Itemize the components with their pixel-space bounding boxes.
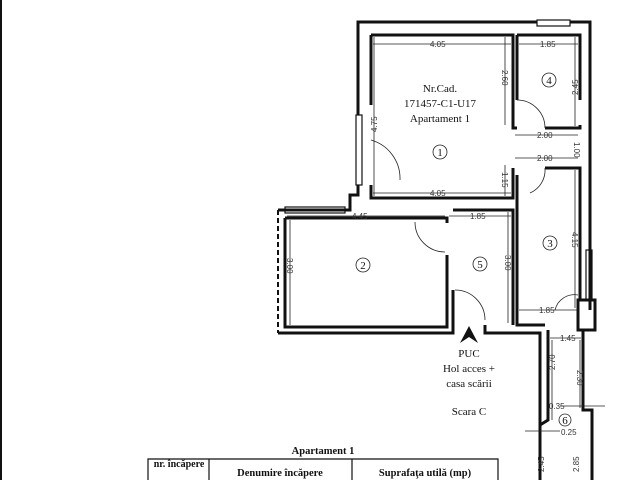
dim-r1-left: 4.75 bbox=[370, 116, 379, 132]
dim-r6-lower-right: 2.85 bbox=[572, 456, 581, 472]
door-swings bbox=[370, 99, 579, 321]
room-number-2: 2 bbox=[360, 260, 366, 272]
table-header-area: Suprafaţa utilă (mp) bbox=[379, 468, 472, 479]
common-area-code: PUC bbox=[458, 348, 479, 360]
dim-r1-bottom: 4.05 bbox=[430, 189, 446, 198]
windows bbox=[284, 19, 593, 301]
table-header-name: Denumire încăpere bbox=[237, 468, 323, 479]
dimension-lines bbox=[287, 37, 605, 432]
dim-r4-right: 2.45 bbox=[571, 79, 580, 95]
dim-r1-top: 4.05 bbox=[430, 40, 446, 49]
dim-r6-left: 2.70 bbox=[548, 354, 557, 370]
dim-corridor-height: 1.00 bbox=[572, 142, 581, 158]
common-area-line1: Hol acces + bbox=[443, 363, 495, 375]
entrance-arrow-icon bbox=[460, 326, 478, 343]
dim-r5-right: 3.00 bbox=[503, 255, 512, 271]
staircase-label: Scara C bbox=[452, 406, 487, 418]
dimension-labels: 4.05 4.05 4.75 2.60 1.15 1.85 2.45 2.00 … bbox=[285, 40, 584, 472]
room-numbers: 1 2 3 4 5 6 bbox=[355, 72, 572, 427]
dim-r2-left: 3.00 bbox=[285, 258, 294, 274]
room-number-6: 6 bbox=[562, 415, 568, 427]
dim-r6-top: 1.45 bbox=[560, 334, 576, 343]
dim-r1-right-upper: 2.60 bbox=[500, 70, 509, 86]
dim-r6-right: 2.30 bbox=[575, 370, 584, 386]
dim-r1-right-lower: 1.15 bbox=[500, 172, 509, 188]
dim-corridor-upper: 2.00 bbox=[537, 131, 553, 140]
rooms-table: Apartament 1 Denumire încăpere Suprafaţa… bbox=[147, 446, 499, 480]
dim-corridor-lower: 2.00 bbox=[537, 154, 553, 163]
dim-r5-top: 1.85 bbox=[470, 212, 486, 221]
dim-r2-top: 4.45 bbox=[352, 212, 368, 221]
dim-r6-step2: 0.25 bbox=[561, 428, 577, 437]
dim-r3-bottom: 1.85 bbox=[539, 306, 555, 315]
room-number-4: 4 bbox=[546, 75, 552, 87]
dim-r4-top: 1.85 bbox=[540, 40, 556, 49]
table-title: Apartament 1 bbox=[292, 446, 355, 457]
dim-r6-lower-left: 2.45 bbox=[537, 456, 546, 472]
room-number-1: 1 bbox=[437, 147, 443, 159]
table-header-nr: nr. încăpere bbox=[153, 459, 205, 470]
cadastral-label: Nr.Cad. bbox=[423, 83, 457, 95]
dim-r3-right: 4.15 bbox=[570, 232, 579, 248]
common-area-line2: casa scării bbox=[446, 378, 492, 390]
dim-r6-step1: 0.35 bbox=[549, 402, 565, 411]
cadastral-number: 171457-C1-U17 bbox=[404, 98, 477, 110]
apartment-label: Apartament 1 bbox=[410, 113, 470, 125]
room-number-5: 5 bbox=[477, 259, 483, 271]
room-number-3: 3 bbox=[547, 238, 553, 250]
walls bbox=[277, 20, 597, 480]
